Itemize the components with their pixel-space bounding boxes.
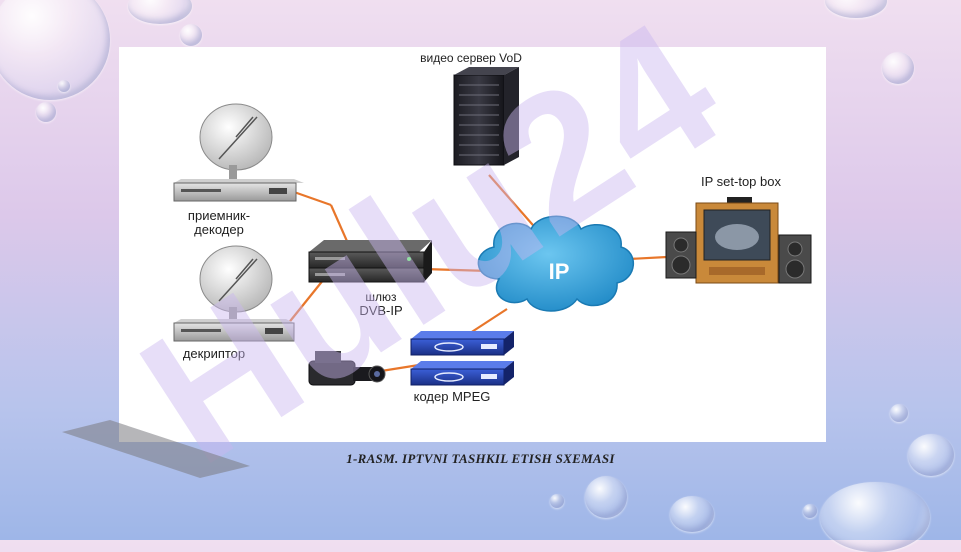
video-camera-icon [308, 351, 386, 386]
encoder-label: кодер MPEG [414, 389, 491, 404]
receiver-label-line2: декодер [194, 222, 244, 237]
ip-cloud-icon [477, 215, 635, 312]
link-gateway-cloud [423, 267, 490, 273]
link-receiver-gateway [293, 190, 332, 207]
bubble-decoration [882, 52, 914, 84]
bubble-decoration [825, 0, 887, 18]
mpeg-encoder-device [410, 361, 514, 386]
bubble-decoration [0, 0, 110, 100]
speaker-icon [665, 231, 697, 279]
bubble-decoration [550, 494, 564, 508]
figure-caption: 1-RASM. IPTVNI TASHKIL ETISH SXEMASI [346, 451, 615, 466]
satellite-dish-icon [199, 245, 273, 319]
vod-server-label: видео сервер VoD [420, 51, 522, 65]
stb-label: IP set-top box [701, 174, 781, 189]
mpeg-encoder-device [410, 331, 514, 356]
bubble-decoration [820, 482, 930, 552]
speaker-icon [778, 234, 812, 284]
bubble-decoration [908, 434, 954, 476]
bubble-decoration [585, 476, 627, 518]
tv-set-top-box-icon [695, 197, 779, 284]
ip-cloud-label: IP [549, 259, 570, 284]
satellite-dish-icon [199, 103, 273, 179]
link-camera-encoder [380, 363, 420, 373]
link-decryptor-gateway [286, 278, 325, 326]
bubble-decoration [36, 102, 56, 122]
decryptor-label: декриптор [183, 346, 245, 361]
receiver-decoder-device [173, 179, 304, 202]
bubble-decoration [803, 504, 817, 518]
gateway-label-line1: шлюз [365, 290, 397, 304]
iptv-diagram-figure: видео сервер VoD приемник- декодер [119, 47, 826, 442]
gateway-label-line2: DVB-IP [359, 303, 402, 318]
bubble-decoration [180, 24, 202, 46]
bubble-decoration [128, 0, 192, 24]
link-cloud-stb [628, 255, 668, 261]
link-vod-cloud [488, 174, 540, 233]
decryptor-device [173, 319, 295, 342]
bubble-decoration [890, 404, 908, 422]
bubble-decoration [58, 80, 70, 92]
dvb-ip-gateway-device [308, 240, 432, 283]
receiver-label-line1: приемник- [188, 208, 250, 223]
vod-server-rack [453, 67, 519, 166]
iptv-network-diagram: видео сервер VoD приемник- декодер [173, 51, 812, 404]
bubble-decoration [670, 496, 714, 532]
